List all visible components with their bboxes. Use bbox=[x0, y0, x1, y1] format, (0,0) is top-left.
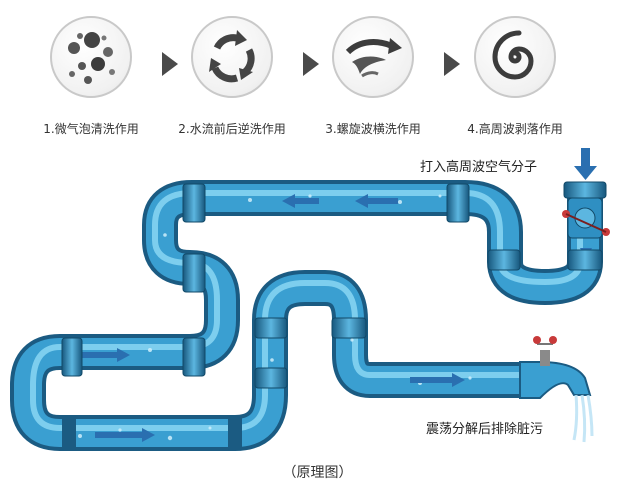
step-1-label: 1.微气泡清洗作用 bbox=[43, 122, 139, 136]
spiral-wave-icon bbox=[332, 16, 414, 98]
diagram-caption: （原理图） bbox=[282, 465, 353, 481]
step-4: 4.高周波剥落作用 bbox=[440, 16, 590, 137]
discharge-label: 震荡分解后排除脏污 bbox=[426, 422, 544, 437]
step-2: 2.水流前后逆洗作用 bbox=[157, 16, 307, 137]
inject-label: 打入高周波空气分子 bbox=[420, 160, 538, 175]
step-1: 1.微气泡清洗作用 bbox=[16, 16, 166, 137]
flow-arrows bbox=[80, 194, 592, 442]
step-arrow-icon bbox=[303, 52, 319, 76]
step-3: 3.螺旋波横洗作用 bbox=[298, 16, 448, 137]
step-4-label: 4.高周波剥落作用 bbox=[467, 122, 563, 136]
pipe-body bbox=[10, 180, 603, 451]
step-arrow-icon bbox=[444, 52, 460, 76]
inlet-valve-icon bbox=[562, 181, 610, 239]
faucet-icon bbox=[519, 336, 594, 443]
pipe-flanges bbox=[61, 183, 603, 450]
cycle-arrows-icon bbox=[191, 16, 273, 98]
swirl-icon bbox=[474, 16, 556, 98]
step-2-label: 2.水流前后逆洗作用 bbox=[178, 122, 286, 136]
process-steps: 1.微气泡清洗作用 2.水流前后逆洗作用 3.螺旋波横洗作用 bbox=[0, 0, 635, 140]
bubbles-icon bbox=[50, 16, 132, 98]
inject-arrow-icon bbox=[574, 148, 597, 180]
step-3-label: 3.螺旋波横洗作用 bbox=[325, 122, 421, 136]
step-arrow-icon bbox=[162, 52, 178, 76]
